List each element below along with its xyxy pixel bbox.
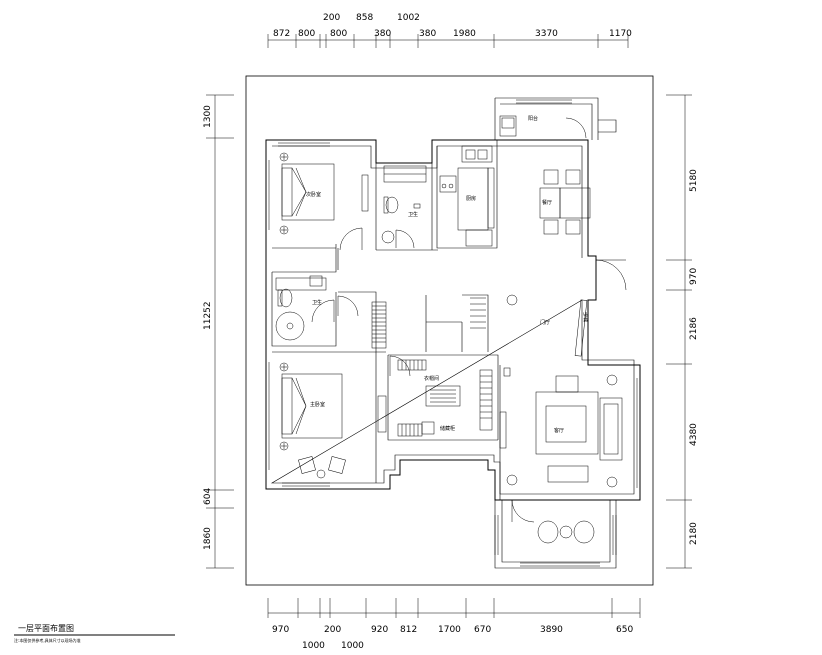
room-label-shoe-cabinet: 鞋柜 <box>583 312 590 322</box>
room-labels: 次卧室 卫生 厨房 餐厅 卫生 主卧室 衣帽间 储藏柜 门厅 客厅 阳台 鞋柜 <box>306 115 590 434</box>
drawing-title: 一层平面布置图 <box>18 623 74 633</box>
top-dim-10: 3370 <box>535 29 558 39</box>
room-label-hall: 门厅 <box>540 319 550 326</box>
bottom-dim-3: 200 <box>324 625 341 635</box>
right-dimension-chain: 5180 970 2186 4380 2180 <box>666 94 699 569</box>
bottom-dim-6: 812 <box>400 625 417 635</box>
drawing-subtitle: 注:本图仅供参考,具体尺寸以现场为准 <box>14 637 81 643</box>
bottom-dim-4: 1000 <box>341 641 364 651</box>
room-label-master: 主卧室 <box>310 401 325 408</box>
room-label-closet-2: 储藏柜 <box>440 425 455 432</box>
room-label-balcony-top: 阳台 <box>528 115 538 122</box>
left-dim-2: 11252 <box>203 301 213 330</box>
top-dim-6: 380 <box>374 29 391 39</box>
bottom-dim-9: 3890 <box>540 625 563 635</box>
left-dim-1: 1300 <box>203 105 213 128</box>
bottom-dim-1: 970 <box>272 625 289 635</box>
doors <box>311 117 627 523</box>
right-dim-4: 4380 <box>689 423 699 446</box>
bottom-dim-8: 670 <box>474 625 491 635</box>
right-dim-1: 5180 <box>689 169 699 192</box>
room-label-bedroom-2: 次卧室 <box>306 191 321 198</box>
room-label-bathroom-top: 卫生 <box>408 211 418 218</box>
room-label-kitchen: 厨房 <box>466 195 476 202</box>
bottom-dim-2: 1000 <box>302 641 325 651</box>
top-dim-5: 858 <box>356 13 373 23</box>
top-dim-7: 1002 <box>397 13 420 23</box>
bed-icon <box>279 152 335 235</box>
top-dim-2: 800 <box>298 29 315 39</box>
left-dim-4: 1860 <box>203 527 213 550</box>
drawing-frame <box>245 75 654 586</box>
room-label-closet: 衣帽间 <box>424 375 439 382</box>
bottom-dim-7: 1700 <box>438 625 461 635</box>
top-dim-3: 200 <box>323 13 340 23</box>
room-label-bath-2: 卫生 <box>312 299 322 306</box>
right-dim-5: 2180 <box>689 522 699 545</box>
left-dimension-chain: 1300 11252 604 1860 <box>203 94 234 569</box>
windows <box>265 99 641 567</box>
left-dim-3: 604 <box>203 488 213 505</box>
furniture <box>275 115 623 544</box>
top-dim-9: 1980 <box>453 29 476 39</box>
top-dim-8: 380 <box>419 29 436 39</box>
walls <box>265 97 641 569</box>
bottom-dim-10: 650 <box>616 625 633 635</box>
top-dim-1: 872 <box>273 29 290 39</box>
right-dim-3: 2186 <box>689 317 699 340</box>
bottom-dimension-chain: 970 1000 200 1000 920 812 1700 670 3890 … <box>267 598 641 651</box>
room-label-dining: 餐厅 <box>542 199 552 206</box>
master-bed-icon <box>279 362 343 451</box>
top-dim-11: 1170 <box>609 29 632 39</box>
room-label-living: 客厅 <box>554 427 564 434</box>
bottom-dim-5: 920 <box>371 625 388 635</box>
right-dim-2: 970 <box>689 268 699 285</box>
top-dim-4: 800 <box>330 29 347 39</box>
top-dimension-chain: 872 800 200 800 858 380 1002 380 1980 33… <box>267 13 632 48</box>
